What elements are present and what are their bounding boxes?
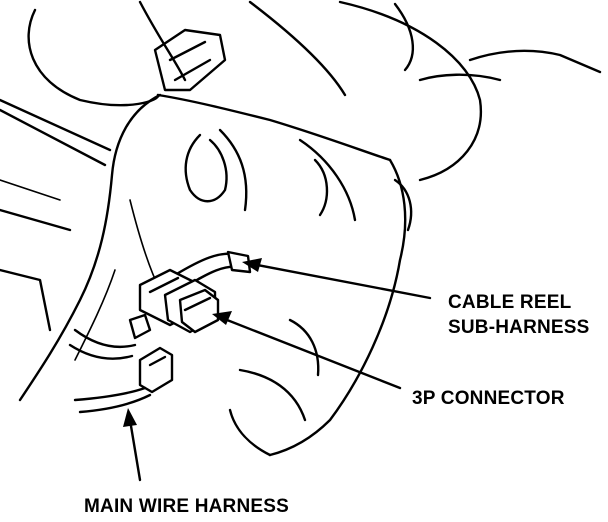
main-wire-harness-label: MAIN WIRE HARNESS [84, 496, 290, 517]
3p-connector [128, 268, 220, 340]
cable-reel-label-line1: CABLE REEL [448, 292, 572, 313]
main-wire-harness-connector [68, 328, 174, 414]
cable-reel-label-line2: SUB-HARNESS [448, 317, 590, 338]
cable-reel-sub-harness-label: CABLE REEL SUB-HARNESS [448, 290, 590, 340]
steering-column-cover [18, 93, 413, 457]
leader-arrows [123, 258, 432, 482]
steering-wheel [27, 0, 602, 182]
steering-shaft [153, 28, 227, 92]
3p-connector-label: 3P CONNECTOR [412, 388, 565, 409]
dashboard-background [0, 98, 112, 332]
